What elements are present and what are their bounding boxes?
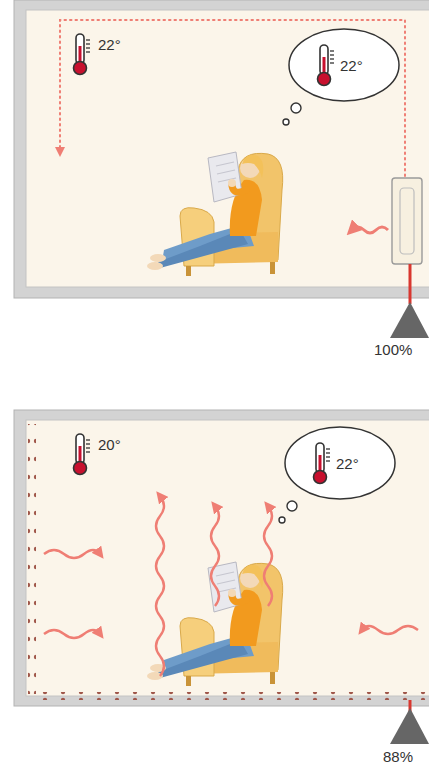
bubble-temperature: 22° <box>340 57 363 74</box>
thought-bubble: 22° <box>284 426 396 500</box>
room-temperature: 22° <box>98 36 121 53</box>
efficiency-value: 100% <box>374 341 412 358</box>
bubble-temperature: 22° <box>336 455 359 472</box>
efficiency-value: 88% <box>383 748 413 765</box>
room-temperature: 20° <box>98 436 121 453</box>
thought-bubble: 22° <box>288 28 400 102</box>
